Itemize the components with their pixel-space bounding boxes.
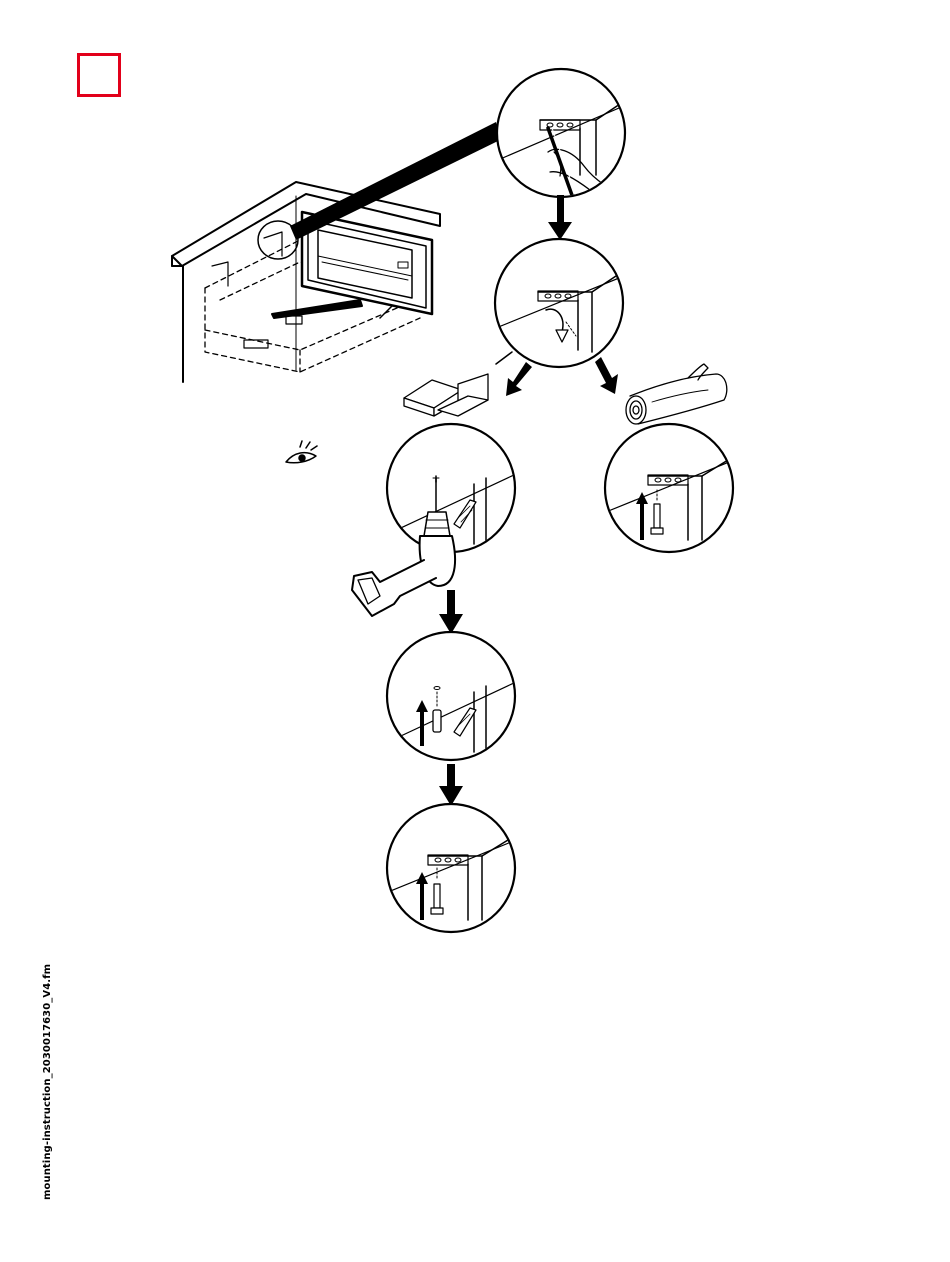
cabinet-with-oven: [172, 182, 440, 382]
drill-pilot-hole: [495, 239, 624, 367]
concrete-wall-material: [404, 374, 488, 416]
pencil-marking-hole: [497, 69, 626, 212]
screw-in-wood: [605, 424, 734, 552]
eye-icon: [286, 441, 317, 463]
footer-filename: mounting-instruction_2030017630_V4.fm: [42, 964, 53, 1200]
wood-log-material: [626, 364, 727, 424]
callout-wedge: [290, 122, 500, 240]
screw-bracket: [387, 804, 516, 932]
drill: [352, 424, 516, 616]
insert-dowel: [387, 632, 516, 760]
